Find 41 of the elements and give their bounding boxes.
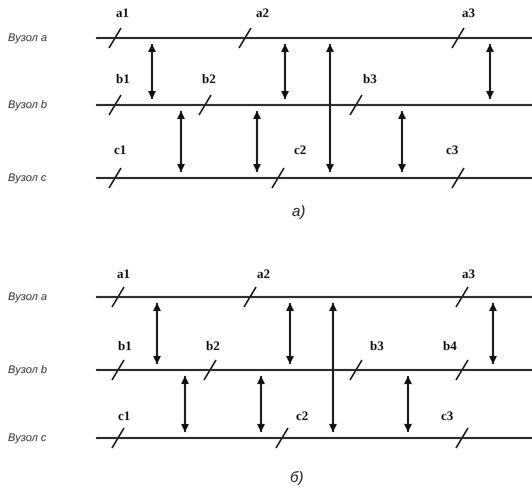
double-arrow [286,303,294,364]
double-arrow [398,111,406,172]
double-arrow [486,44,494,99]
node-label: Вузол a [8,291,47,303]
node-label: Вузол b [8,364,47,376]
double-arrow [281,44,289,99]
node-label: Вузол b [8,99,47,111]
event-label: b2 [202,72,216,86]
event-label: b4 [443,339,457,353]
double-arrow [489,303,497,364]
double-arrow [153,303,161,364]
double-arrow [181,376,189,432]
node-label: Вузол c [8,172,46,184]
event-label: b3 [370,339,384,353]
double-arrow [148,44,156,99]
event-label: c1 [118,409,130,423]
event-label: c2 [296,409,308,423]
event-label: a1 [117,267,130,281]
double-arrow [404,376,412,432]
node-label: Вузол a [8,32,47,44]
event-label: b2 [206,339,220,353]
event-label: a3 [462,6,475,20]
event-label: a3 [462,267,475,281]
event-label: a1 [116,6,129,20]
event-label: a2 [257,267,270,281]
double-arrow [329,303,337,432]
event-label: b1 [118,339,132,353]
panel-caption: б) [290,470,304,486]
node-label: Вузол c [8,432,46,444]
event-label: c3 [441,409,454,423]
event-label: b1 [116,72,130,86]
double-arrow [257,376,265,432]
event-label: b3 [363,72,377,86]
event-label: a2 [256,6,269,20]
event-label: c1 [114,143,126,157]
double-arrow [326,44,334,172]
event-label: c2 [294,143,306,157]
event-label: c3 [446,143,458,157]
double-arrow [253,111,261,172]
panel-caption: а) [292,204,306,220]
double-arrow [177,111,185,172]
